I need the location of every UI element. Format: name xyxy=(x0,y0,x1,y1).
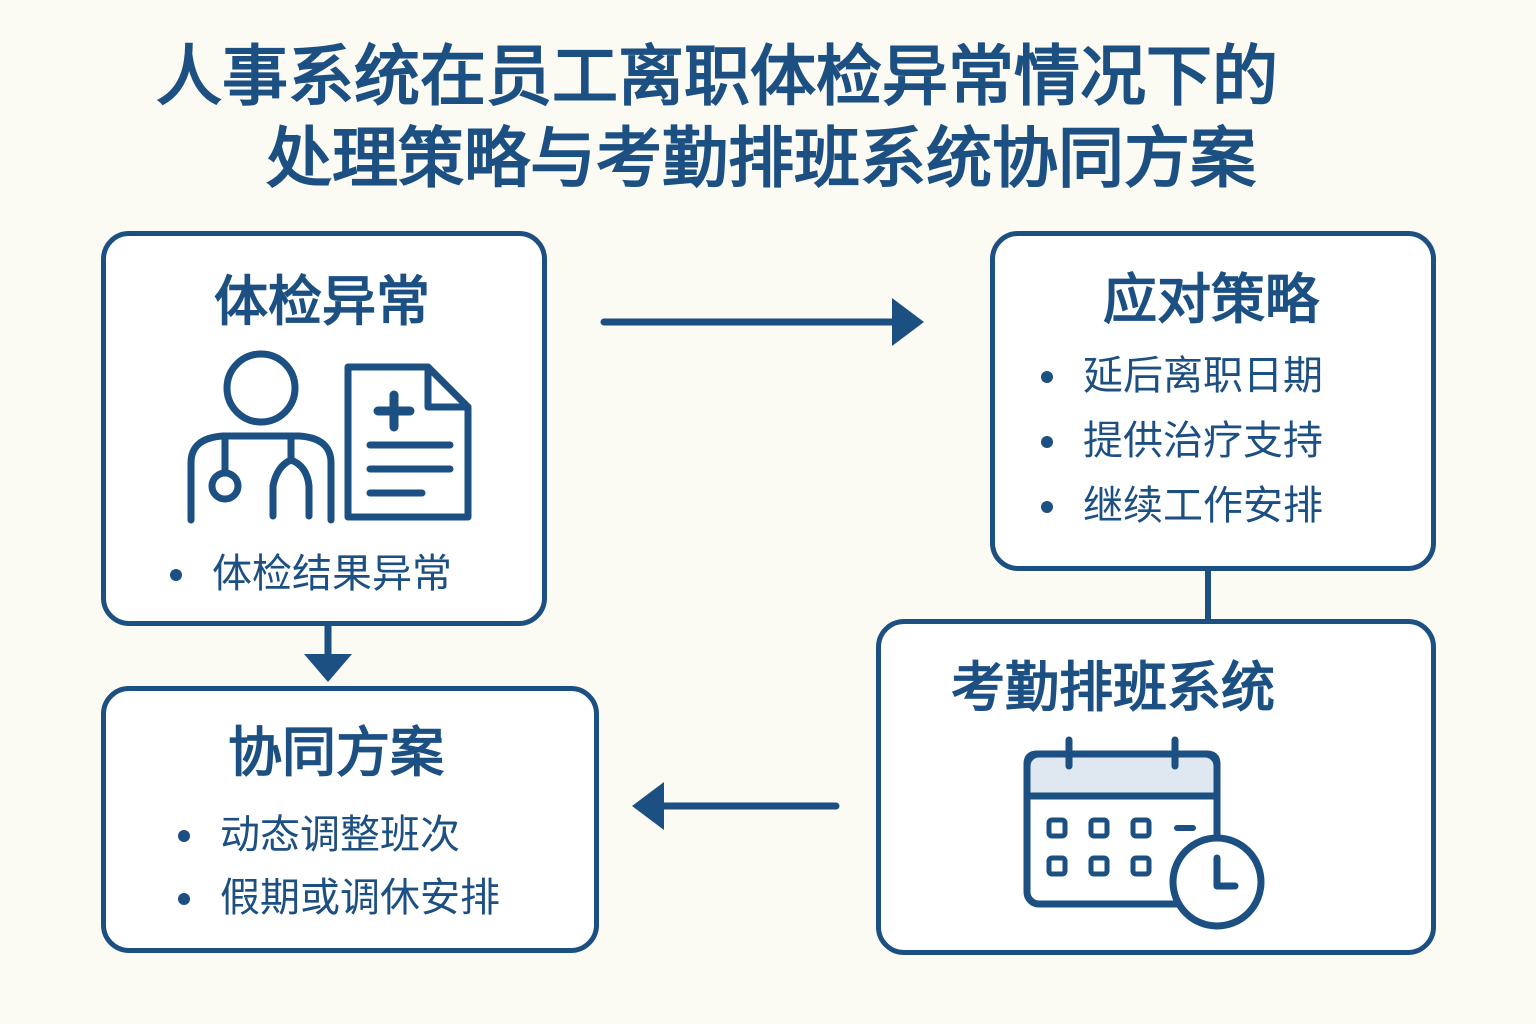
exam-bullet-list: 体检结果异常 xyxy=(170,550,452,598)
box-coordination-plan: 协同方案 动态调整班次 假期或调休安排 xyxy=(101,686,599,953)
box-schedule-system: 考勤排班系统 xyxy=(876,619,1436,955)
plan-bullet-item: 假期或调休安排 xyxy=(178,874,500,922)
doctor-stethoscope-icon xyxy=(187,350,335,524)
arrow-schedule-to-plan xyxy=(632,782,840,830)
arrow-exam-to-strategy xyxy=(600,298,924,346)
plan-box-title: 协同方案 xyxy=(228,721,444,784)
plan-bullet-item: 动态调整班次 xyxy=(178,811,500,859)
strategy-bullet-item: 继续工作安排 xyxy=(1041,482,1323,530)
schedule-box-title: 考勤排班系统 xyxy=(951,656,1275,719)
plan-bullet-list: 动态调整班次 假期或调休安排 xyxy=(178,811,500,937)
strategy-box-title: 应对策略 xyxy=(1103,268,1319,331)
calendar-clock-icon xyxy=(1023,736,1265,930)
medical-report-icon xyxy=(344,363,472,521)
strategy-bullet-item: 提供治疗支持 xyxy=(1041,417,1323,465)
diagram-title-line2: 处理策略与考勤排班系统协同方案 xyxy=(266,120,1256,197)
strategy-bullet-list: 延后离职日期 提供治疗支持 继续工作安排 xyxy=(1041,352,1323,547)
diagram-title-line1: 人事系统在员工离职体检异常情况下的 xyxy=(156,38,1278,115)
diagram-title: 人事系统在员工离职体检异常情况下的 处理策略与考勤排班系统协同方案 xyxy=(120,36,1380,200)
box-strategy: 应对策略 延后离职日期 提供治疗支持 继续工作安排 xyxy=(990,231,1436,571)
strategy-bullet-item: 延后离职日期 xyxy=(1041,352,1323,400)
box-exam-abnormal: 体检异常 体检结果异常 xyxy=(101,231,547,626)
exam-box-title: 体检异常 xyxy=(214,270,430,333)
exam-bullet-item: 体检结果异常 xyxy=(170,550,452,598)
arrow-exam-to-plan xyxy=(304,626,352,682)
